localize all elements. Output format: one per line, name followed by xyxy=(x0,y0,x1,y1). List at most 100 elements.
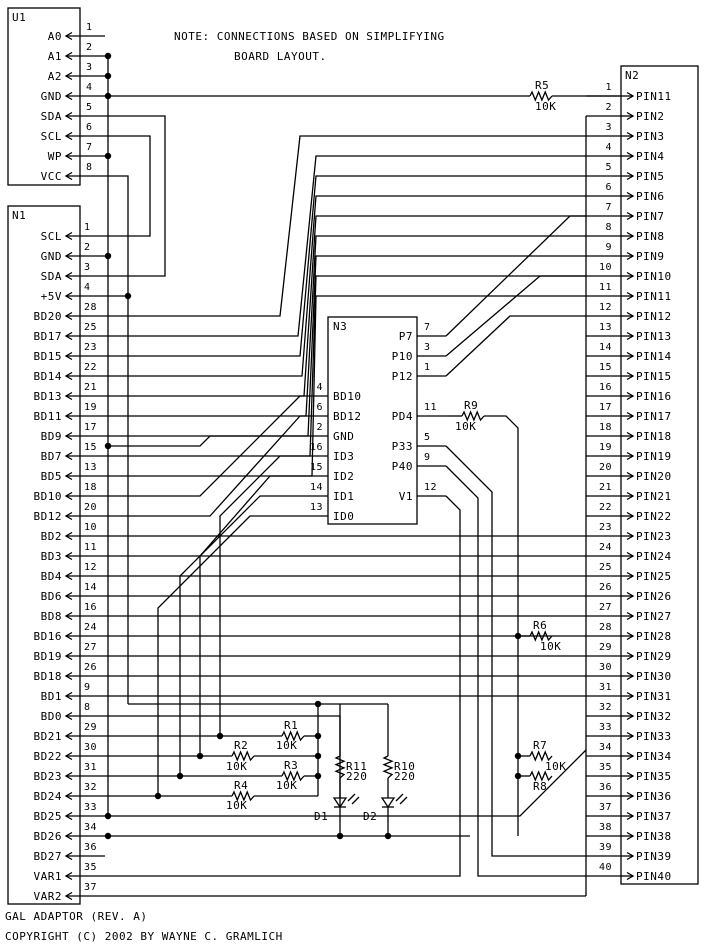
n1-pin-number: 29 xyxy=(84,722,97,733)
n2-pin-number: 15 xyxy=(599,362,612,373)
n1-pin-label: BD14 xyxy=(34,370,63,383)
n1-pin-number: 14 xyxy=(84,582,97,593)
n2-pin-number: 35 xyxy=(599,762,612,773)
n3-pin-number: 11 xyxy=(424,402,437,413)
n2-pins: PIN111PIN22PIN33PIN44PIN55PIN66PIN77PIN8… xyxy=(586,82,672,883)
u1-pin-number: 4 xyxy=(86,82,93,93)
u1-pin-label: SCL xyxy=(41,130,62,143)
n2-pin-label: PIN39 xyxy=(636,850,672,863)
junction-dot xyxy=(104,252,112,260)
n2-pin-number: 26 xyxy=(599,582,612,593)
n3-pin-label: P33 xyxy=(392,440,413,453)
u1-pin-label: SDA xyxy=(41,110,62,123)
n2-ref: N2 xyxy=(625,69,639,82)
n2-pin-number: 13 xyxy=(599,322,612,333)
n1-pin-label: SDA xyxy=(41,270,62,283)
junction-dot xyxy=(104,72,112,80)
n2-pin-label: PIN33 xyxy=(636,730,672,743)
n3-pin-label: ID3 xyxy=(333,450,354,463)
n1-pin-number: 13 xyxy=(84,462,97,473)
n3-pin-label: GND xyxy=(333,430,354,443)
n1-pin-number: 36 xyxy=(84,842,97,853)
junction-dot xyxy=(314,752,322,760)
n3-pin-number: 1 xyxy=(424,362,431,373)
n2-pin-number: 28 xyxy=(599,622,612,633)
n1-pin-label: BD7 xyxy=(41,450,62,463)
r10-value: 220 xyxy=(394,770,415,783)
n1-pin-number: 22 xyxy=(84,362,97,373)
r9-value: 10K xyxy=(455,420,476,433)
bd-wire xyxy=(105,195,586,377)
u1-pin-label: A2 xyxy=(48,70,62,83)
pd4-r9-wire xyxy=(484,415,519,836)
n1-pin-label: BD13 xyxy=(34,390,63,403)
n2-pin-number: 24 xyxy=(599,542,612,553)
n3-pin-label: P12 xyxy=(392,370,413,383)
u1-pin-number: 7 xyxy=(86,142,93,153)
u1-pin-number: 1 xyxy=(86,22,93,33)
n2-pin-label: PIN3 xyxy=(636,130,665,143)
bd-wire xyxy=(105,135,586,317)
bd12-wire xyxy=(105,415,301,517)
n2-pin-label: PIN27 xyxy=(636,610,672,623)
n2-pin-number: 23 xyxy=(599,522,612,533)
resistor-symbol xyxy=(281,730,305,742)
n2-pin-number: 30 xyxy=(599,662,612,673)
wires xyxy=(104,52,587,897)
n1-pin-number: 12 xyxy=(84,562,97,573)
p33-wire xyxy=(445,445,586,857)
resistor-symbol xyxy=(382,755,394,779)
n3-pin-number: 2 xyxy=(316,422,323,433)
n2-pin-label: PIN19 xyxy=(636,450,672,463)
n1-pin-number: 19 xyxy=(84,402,97,413)
r5-value: 10K xyxy=(535,100,556,113)
led-ray xyxy=(347,793,356,802)
n1-pins: SCL1GND2SDA3+5V4BD2028BD1725BD1523BD1422… xyxy=(34,222,105,903)
note-line-2: BOARD LAYOUT. xyxy=(234,50,327,63)
n2-pin-label: PIN20 xyxy=(636,470,672,483)
r4-ref: R4 xyxy=(234,779,248,792)
n2-pin-number: 21 xyxy=(599,482,612,493)
r6-value: 10K xyxy=(540,640,561,653)
n1-pin-number: 17 xyxy=(84,422,97,433)
n1-pin-number: 21 xyxy=(84,382,97,393)
n1-pin-label: BD23 xyxy=(34,770,63,783)
bd-wire xyxy=(105,295,586,477)
n2-pin-number: 18 xyxy=(599,422,612,433)
n1-pin-label: BD24 xyxy=(34,790,63,803)
u1-pin-label: WP xyxy=(48,150,62,163)
n2-pin-number: 22 xyxy=(599,502,612,513)
n1-pin-number: 32 xyxy=(84,782,97,793)
n1-pin-label: BD19 xyxy=(34,650,63,663)
n2-pin-label: PIN6 xyxy=(636,190,665,203)
led-ray xyxy=(399,796,408,805)
n1-pin-label: BD2 xyxy=(41,530,62,543)
n1-pin-number: 23 xyxy=(84,342,97,353)
n2-pin-number: 34 xyxy=(599,742,612,753)
n3-pin-number: 13 xyxy=(310,502,323,513)
n2-pin-number: 38 xyxy=(599,822,612,833)
n1-pin-label: BD16 xyxy=(34,630,63,643)
n2-pin-number: 19 xyxy=(599,442,612,453)
led-symbol xyxy=(380,797,396,809)
n2-pin-label: PIN35 xyxy=(636,770,672,783)
n2-pin-number: 5 xyxy=(605,162,612,173)
n2-pin-number: 40 xyxy=(599,862,612,873)
led-ray xyxy=(351,796,360,805)
u1-pin-number: 6 xyxy=(86,122,93,133)
n2-pin-label: PIN25 xyxy=(636,570,672,583)
n2-pin-number: 31 xyxy=(599,682,612,693)
n1-pin-number: 34 xyxy=(84,822,97,833)
n1-pin-label: BD27 xyxy=(34,850,63,863)
v1-wire xyxy=(105,495,461,877)
junction-dot xyxy=(336,832,344,840)
n1-pin-label: VAR2 xyxy=(34,890,63,903)
junction-dot xyxy=(314,772,322,780)
n1-pin-label: BD22 xyxy=(34,750,63,763)
u1-pin-number: 3 xyxy=(86,62,93,73)
junction-dot xyxy=(104,152,112,160)
n2-pin-number: 27 xyxy=(599,602,612,613)
n1-pin-label: BD0 xyxy=(41,710,62,723)
junction-dot xyxy=(384,832,392,840)
